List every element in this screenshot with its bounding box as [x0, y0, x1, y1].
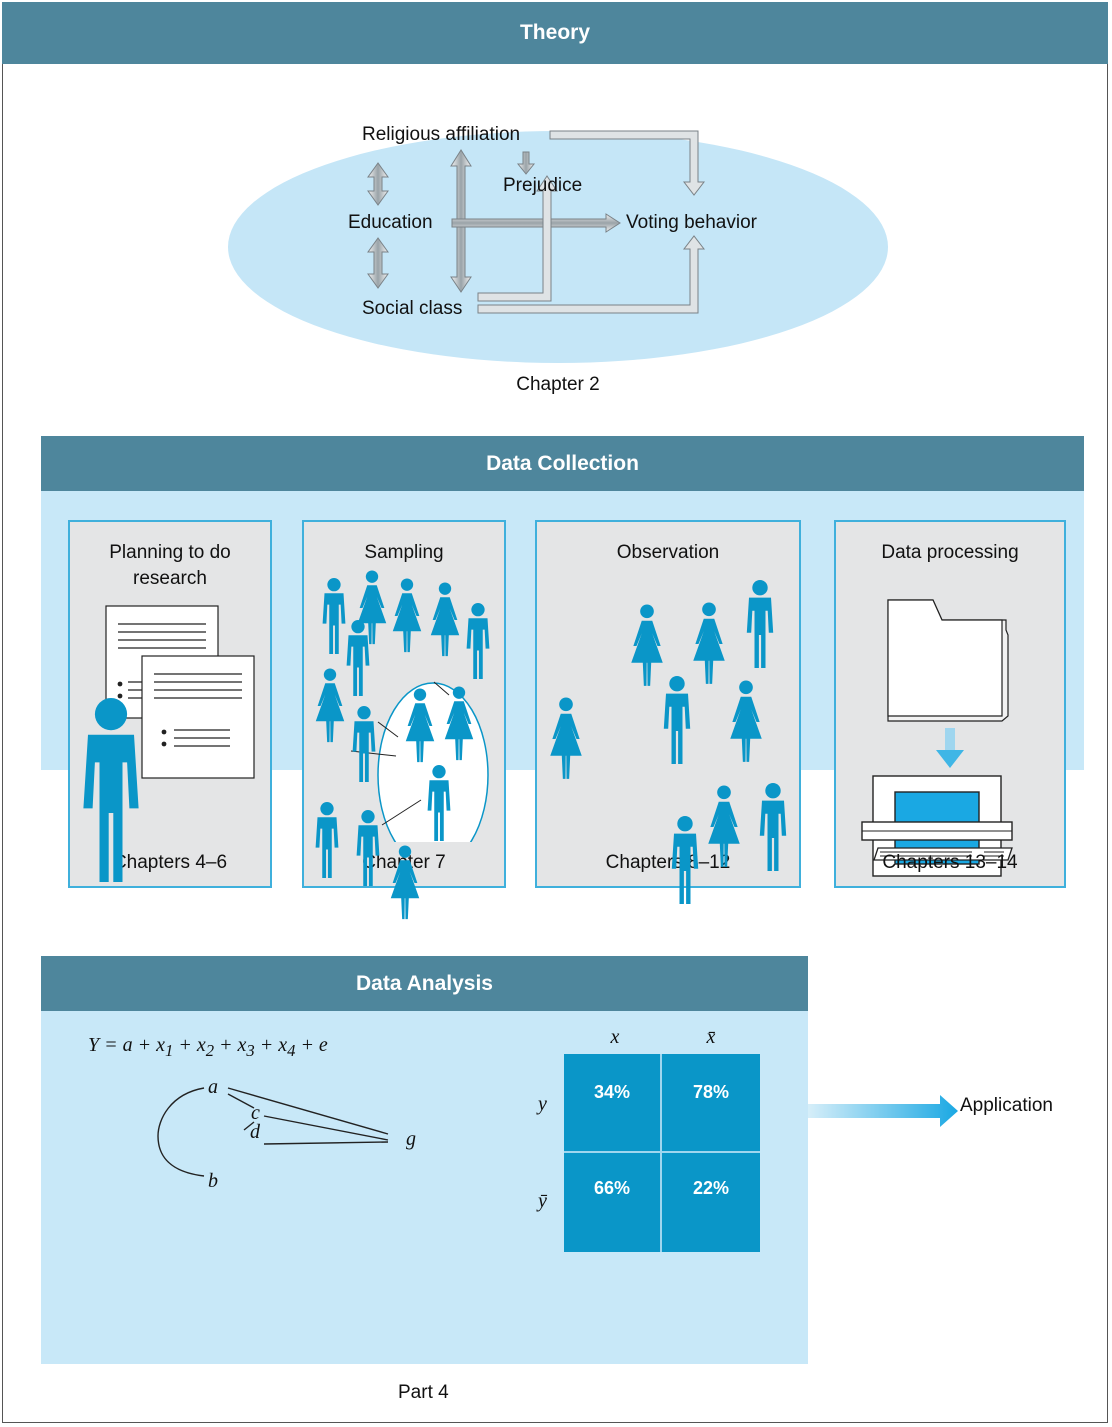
- contingency-table: 34% 78% 66% 22%: [564, 1054, 760, 1252]
- panel-sampling-title: Sampling: [364, 542, 444, 563]
- node-g: g: [406, 1128, 416, 1150]
- cell-y-x-bar: 78%: [692, 1082, 730, 1102]
- planning-illustration: [105, 605, 255, 779]
- panel-observation: Observation Chapters 8–12: [535, 520, 801, 888]
- theory-diagram: [228, 130, 888, 363]
- node-d: d: [250, 1121, 260, 1143]
- data-collection-header: Data Collection: [41, 436, 1084, 491]
- panel-sampling-chapters: Chapter 7: [362, 852, 446, 873]
- theory-header: Theory: [2, 2, 1108, 64]
- row-header-y: y: [538, 1093, 547, 1115]
- node-religious-affiliation: Religious affiliation: [362, 124, 521, 145]
- sampling-illustration: [350, 681, 489, 842]
- panel-data-processing: Data processing Chapters 13–14: [834, 520, 1066, 888]
- panel-observation-title: Observation: [616, 542, 720, 563]
- sample-link-line: [433, 681, 450, 696]
- node-education: Education: [348, 212, 433, 233]
- arrow-religion-voting: [549, 130, 706, 196]
- cell-y-bar-x-bar: 22%: [692, 1178, 730, 1198]
- sample-link-line: [377, 721, 399, 738]
- node-prejudice: Prejudice: [503, 175, 583, 196]
- col-header-x: x: [610, 1026, 620, 1048]
- panel-planning-chapters: Chapters 4–6: [112, 852, 228, 873]
- cell-y-bar-x: 66%: [593, 1178, 631, 1198]
- keyboard-icon: [861, 821, 1013, 861]
- path-diagram: [157, 1087, 389, 1177]
- theory-ellipse: [228, 131, 888, 363]
- sample-ellipse: [377, 682, 489, 842]
- data-analysis-header: Data Analysis: [41, 956, 808, 1011]
- theory-caption: Chapter 2: [516, 374, 600, 395]
- panel-observation-chapters: Chapters 8–12: [605, 852, 731, 873]
- arrow-social-class-prejudice: [477, 175, 558, 302]
- panel-sampling: Sampling Chapter 7: [302, 520, 506, 888]
- data-analysis-caption: Part 4: [398, 1382, 449, 1403]
- col-header-x-bar: x̄: [706, 1026, 716, 1048]
- theory-title: Theory: [519, 21, 590, 44]
- panel-data-processing-title: Data processing: [881, 542, 1019, 563]
- row-header-y-bar: ȳ: [538, 1190, 547, 1212]
- cell-y-x: 34%: [593, 1082, 631, 1102]
- folder-icon: [887, 599, 1009, 722]
- data-analysis-title: Data Analysis: [356, 971, 493, 995]
- arrow-religion-education: [367, 162, 389, 206]
- node-social-class: Social class: [362, 298, 463, 319]
- panel-data-processing-chapters: Chapters 13–14: [882, 852, 1018, 873]
- panel-planning-title: Planning to do research: [109, 542, 231, 589]
- computer-base-illustration: [861, 821, 1013, 861]
- node-voting-behavior: Voting behavior: [626, 212, 757, 233]
- node-c: c: [251, 1102, 260, 1124]
- regression-equation: Y = a + x1 + x2 + x3 + x4 + e: [88, 1034, 328, 1060]
- arrow-religion-prejudice: [516, 151, 536, 175]
- arrow-education-social-class: [367, 237, 389, 289]
- application-label: Application: [960, 1095, 1053, 1116]
- document-front-icon: [141, 655, 255, 779]
- panel-planning: Planning to do research Chapters 4–6: [68, 520, 272, 888]
- arrow-to-application: [808, 1095, 958, 1127]
- arrow-social-class-voting: [477, 235, 706, 314]
- node-a: a: [208, 1076, 218, 1098]
- arrow-education-voting: [451, 213, 621, 233]
- node-b: b: [208, 1170, 218, 1192]
- sample-link-line: [381, 799, 422, 826]
- data-collection-title: Data Collection: [486, 451, 639, 475]
- arrow-down-icon: [936, 728, 964, 768]
